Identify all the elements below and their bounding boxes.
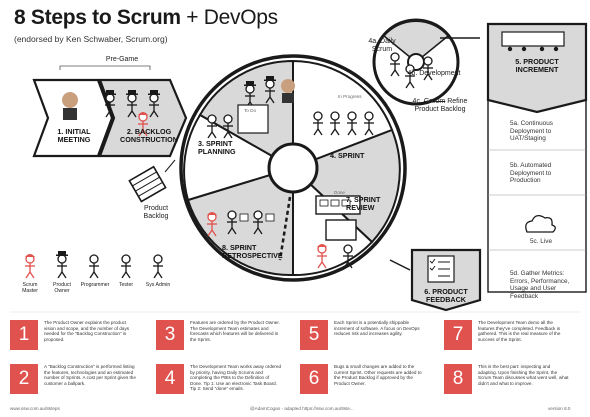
page-subtitle: (endorsed by Ken Schwaber, Scrum.org) xyxy=(14,34,168,44)
pre-game-label: Pre-Game xyxy=(105,56,139,63)
step5c-label: 5c. Live xyxy=(530,238,553,245)
legend-tester: Tester xyxy=(118,282,134,288)
step3-label: 3. SPRINT PLANNING xyxy=(198,139,236,157)
step-description: Bugs & small changes are added to the cu… xyxy=(334,364,422,386)
legend-programmer: Programmer xyxy=(80,282,110,288)
title-plus: + DevOps xyxy=(186,6,278,29)
todo-label: To Do xyxy=(244,108,256,113)
cloud-icon xyxy=(525,214,556,233)
step-description: This is the best part: inspecting and ad… xyxy=(478,364,569,386)
legend-sys-admin: Sys Admin xyxy=(145,282,171,288)
step6-label: 6. PRODUCT FEEDBACK xyxy=(424,287,468,305)
legend-product-owner: Product Owner xyxy=(53,282,71,294)
title-main: 8 Steps to Scrum xyxy=(14,6,181,29)
footer-left: www.ssw.com.au/8steps xyxy=(10,406,60,411)
step-number: 2 xyxy=(10,364,38,394)
step-description: The Development Team demo all the featur… xyxy=(478,320,561,342)
step5b-label: 5b. Automated Deployment to Production xyxy=(510,162,552,184)
step-number: 1 xyxy=(10,320,38,350)
step-number: 5 xyxy=(300,320,328,350)
step5a-label: 5a. Continuous Deployment to UAT/Staging xyxy=(510,120,553,142)
page-title: 8 Steps to Scrum + DevOps xyxy=(14,6,278,30)
product-backlog-label: Product Backlog xyxy=(143,205,169,220)
step1-label: 1. INITIAL MEETING xyxy=(57,127,91,145)
step7-label: 7. SPRINT REVIEW xyxy=(346,195,381,213)
step-description: The Development Team works away ordered … xyxy=(190,364,282,392)
step4c-label: 4c. Groom Refine Product Backlog xyxy=(412,98,468,113)
step-number: 8 xyxy=(444,364,472,394)
step-number: 6 xyxy=(300,364,328,394)
step5-label: 5. PRODUCT INCREMENT xyxy=(515,57,559,75)
footer-right: version 8.0 xyxy=(548,406,571,411)
step-description: The Product Owner explains the product v… xyxy=(44,320,130,342)
step-number: 4 xyxy=(156,364,184,394)
step-description: Each Sprint is a potentially shippable i… xyxy=(334,320,420,337)
step4b-label: 4b. Development xyxy=(407,70,461,77)
legend-scrum-master: Scrum Master xyxy=(22,282,38,294)
step5d-label: 5d. Gather Metrics: Errors, Performance,… xyxy=(510,270,570,300)
footer-center: @AdamCogan - adapted https://ssw.com.au/… xyxy=(250,406,354,411)
in-progress-label: In Progress xyxy=(338,94,362,99)
step-description: Features are ordered by the Product Owne… xyxy=(190,320,280,342)
done-label: Done xyxy=(334,190,345,195)
step-number: 7 xyxy=(444,320,472,350)
step8-label: 8. SPRINT RETROSPECTIVE xyxy=(222,243,283,261)
step-description: A "Backlog Construction" is performed li… xyxy=(44,364,136,386)
step-number: 3 xyxy=(156,320,184,350)
step2-label: 2. BACKLOG CONSTRUCTION xyxy=(120,127,178,145)
pre-game-bracket xyxy=(59,65,151,70)
avatar-photo xyxy=(62,92,78,108)
step4-label: 4. SPRINT xyxy=(330,151,365,160)
step4a-label: 4a. Daily Scrum xyxy=(368,38,396,53)
